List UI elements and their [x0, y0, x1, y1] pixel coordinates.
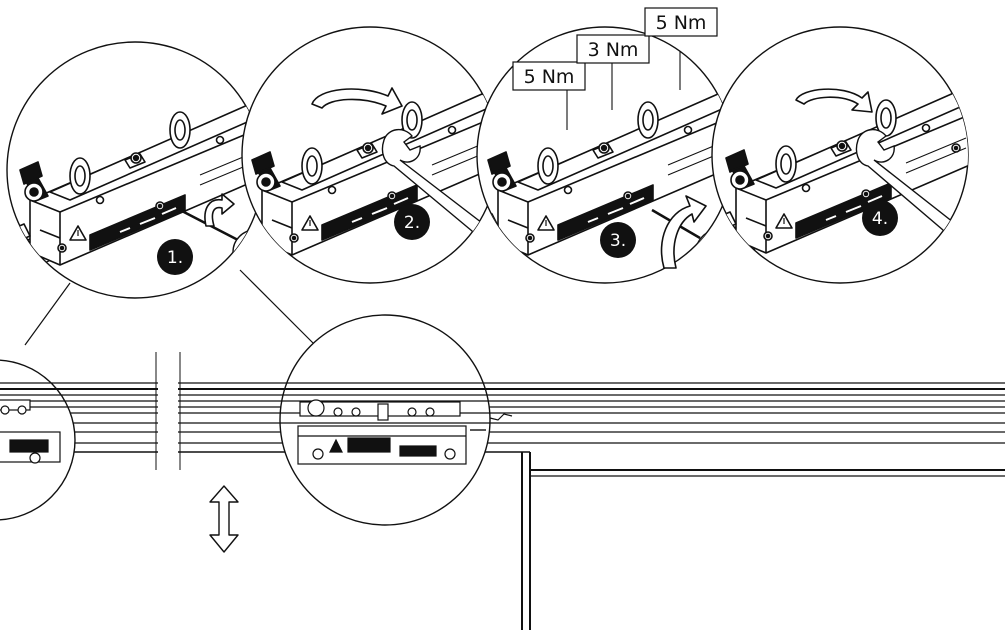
step-label: 4.: [872, 209, 888, 229]
step-label: 1.: [167, 248, 183, 268]
torque-label: 5 Nm: [524, 66, 575, 88]
step-badge: [394, 204, 430, 240]
torque-label-box: 5 Nm: [512, 61, 586, 91]
torque-label: 3 Nm: [588, 39, 639, 61]
step-badge: [862, 200, 898, 236]
step-label: 3.: [610, 231, 626, 251]
torque-label-box: 3 Nm: [576, 34, 650, 64]
torque-label: 5 Nm: [656, 12, 707, 34]
torque-label-box: 5 Nm: [644, 7, 718, 37]
leader-lines: [24, 269, 321, 351]
wrench-rotate-arrow-icon: [311, 87, 403, 115]
step-badge: [157, 239, 193, 275]
zoom-circle-carriage: [279, 314, 513, 526]
step-2-panel: 2.: [241, 26, 499, 284]
vertical-double-arrow-icon: [209, 485, 239, 553]
step-badge: [600, 222, 636, 258]
screwdriver-loosen-arrow-icon: [204, 193, 235, 227]
door-panel: [521, 452, 1005, 630]
step-label: 2.: [404, 213, 420, 233]
screwdriver-tighten-arrow-icon: [660, 195, 707, 269]
zoom-circle-left: [0, 359, 76, 521]
track-break-marks-icon: [155, 352, 181, 470]
track-rail: [0, 382, 1005, 453]
wrench-rotate-arrow-icon: [795, 88, 873, 113]
step-4-panel: 4.: [711, 26, 969, 284]
